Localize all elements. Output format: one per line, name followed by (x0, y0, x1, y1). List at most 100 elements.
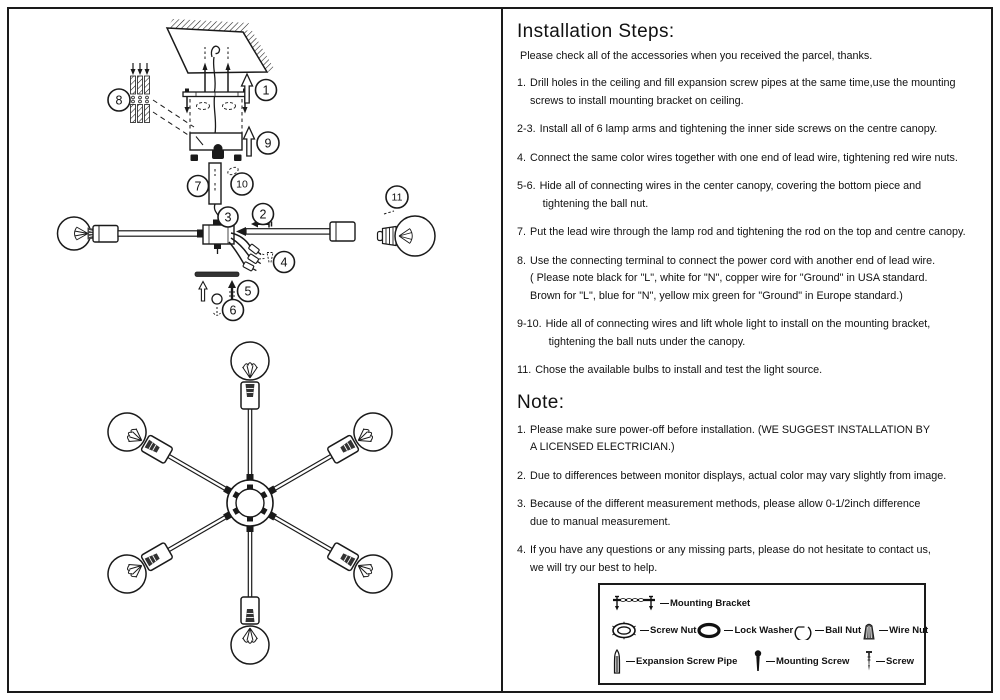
note-text: Because of the different measurement met… (530, 498, 921, 528)
step-number: 5-6. (517, 180, 536, 192)
legend-leader-line (766, 660, 775, 662)
lead-wires (228, 232, 262, 272)
chandelier-arm (251, 405, 400, 514)
legend-label: Screw (886, 655, 914, 667)
step-number: 7. (517, 226, 527, 238)
exploded-view: 1 2 3 4 5 6 7 8 9 10 11 (56, 19, 436, 322)
note-number: 3. (517, 498, 527, 510)
chandelier-arm (230, 515, 270, 665)
step-text: Put the lead wire through the lamp rod a… (530, 226, 966, 238)
step-item: 9-10. Hide all of connecting wires and l… (517, 316, 985, 351)
steps-list: 1. Drill holes in the ceiling and fill e… (517, 75, 985, 380)
callout-4: 4 (272, 250, 296, 274)
legend-item-expansion-screw-pipe: Expansion Screw Pipe (610, 648, 737, 675)
lamp-arm-left (56, 216, 204, 251)
step-item: 5-6. Hide all of connecting wires in the… (517, 178, 985, 213)
legend-row-2: Screw Nut Lock Washer Ball Nut (610, 620, 928, 642)
step-text: Hide all of connecting wires and lift wh… (545, 318, 931, 348)
instructions-panel: Installation Steps: Please check all of … (503, 9, 991, 691)
callout-number: 10 (236, 179, 248, 191)
ceiling (165, 19, 275, 74)
chandelier-arm (251, 492, 400, 601)
legend-label: Mounting Screw (776, 655, 850, 667)
legend-label: Mounting Bracket (670, 597, 751, 609)
callout-number: 8 (116, 94, 123, 108)
note-title: Note: (517, 391, 565, 413)
assembled-chandelier (100, 341, 400, 665)
ball-nut (211, 293, 223, 305)
callout-number: 11 (392, 192, 403, 204)
legend-leader-line (879, 630, 889, 631)
step-number: 11. (517, 364, 532, 376)
legend-item-screw-nut: Screw Nut (610, 621, 696, 640)
legend-row-3: Expansion Screw Pipe Mounting Screw (610, 648, 914, 675)
step-item: 4. Connect the same color wires together… (517, 150, 985, 168)
expansion-pipe (137, 63, 143, 123)
step-item: 7. Put the lead wire through the lamp ro… (517, 224, 985, 242)
canopy (189, 132, 243, 161)
legend-leader-line (724, 630, 734, 631)
arm-rod (245, 228, 331, 235)
legend-leader-line (815, 630, 825, 631)
callout-number: 6 (230, 304, 237, 318)
expansion-pipe (130, 63, 136, 123)
expansion-screw-pipe-icon (613, 648, 621, 674)
note-item: 2. Due to differences between monitor di… (517, 468, 985, 486)
mounting-screw-icon (754, 650, 762, 671)
nut (190, 154, 198, 161)
notes-list: 1. Please make sure power-off before ins… (517, 422, 985, 578)
legend-item-lock-washer: Lock Washer (696, 622, 793, 639)
callout-7: 7 (186, 174, 210, 198)
callout-number: 9 (265, 137, 272, 151)
step-number: 9-10. (517, 318, 542, 330)
note-text: If you have any questions or any missing… (530, 544, 931, 574)
step-number: 1. (517, 77, 527, 89)
legend-leader-line (640, 630, 649, 631)
ball-nut-dashed (227, 166, 239, 176)
callout-2: 2 (251, 202, 275, 226)
legend-leader-line (876, 660, 885, 662)
step-number: 4. (517, 151, 527, 164)
step-text: Drill holes in the ceiling and fill expa… (530, 77, 956, 107)
bulb (394, 215, 436, 257)
callout-8: 8 (107, 88, 131, 112)
installation-diagram: 1 2 3 4 5 6 7 8 9 10 11 (56, 19, 436, 665)
legend-item-wire-nut: Wire Nut (861, 620, 928, 642)
callout-3: 3 (217, 206, 239, 228)
step-text: Use the connecting terminal to connect t… (530, 254, 936, 302)
center-hub (202, 219, 262, 272)
note-number: 1. (517, 423, 527, 436)
lead-wire (210, 45, 221, 135)
socket (92, 224, 119, 243)
legend-label: Wire Nut (889, 625, 929, 636)
legend-item-ball-nut: Ball Nut (793, 622, 861, 640)
callout-6: 6 (221, 298, 245, 322)
socket (329, 221, 356, 242)
step-text: Chose the available bulbs to install and… (535, 364, 823, 376)
mounting-screws (202, 47, 231, 92)
screw-icon (866, 651, 872, 671)
legend-label: Expansion Screw Pipe (636, 655, 738, 667)
step-text: Install all of 6 lamp arms and tightenin… (539, 123, 938, 135)
expansion-pipe (144, 63, 150, 123)
note-text: Please make sure power-off before instal… (530, 423, 931, 454)
intro-text: Please check all of the accessories when… (520, 50, 873, 62)
ball-nut-icon (794, 625, 812, 640)
callout-number: 2 (260, 208, 267, 222)
spare-bulb (376, 210, 436, 257)
legend-item-screw: Screw (864, 649, 914, 673)
legend-leader-line (660, 602, 669, 604)
callout-5: 5 (236, 279, 260, 303)
callout-10: 10 (230, 172, 254, 196)
legend-label: Ball Nut (825, 625, 862, 636)
callout-number: 1 (263, 84, 270, 98)
legend-leader-line (626, 660, 635, 662)
note-number: 2. (517, 469, 527, 482)
lamp-arm-right (236, 221, 356, 242)
step-number: 8. (517, 254, 527, 267)
legend-item-mounting-bracket: Mounting Bracket (610, 593, 750, 613)
step-text: Hide all of connecting wires in the cent… (539, 180, 922, 210)
note-item: 3. Because of the different measurement … (517, 496, 985, 531)
chandelier-arm (100, 492, 249, 601)
mounting-bracket-icon (613, 596, 655, 611)
